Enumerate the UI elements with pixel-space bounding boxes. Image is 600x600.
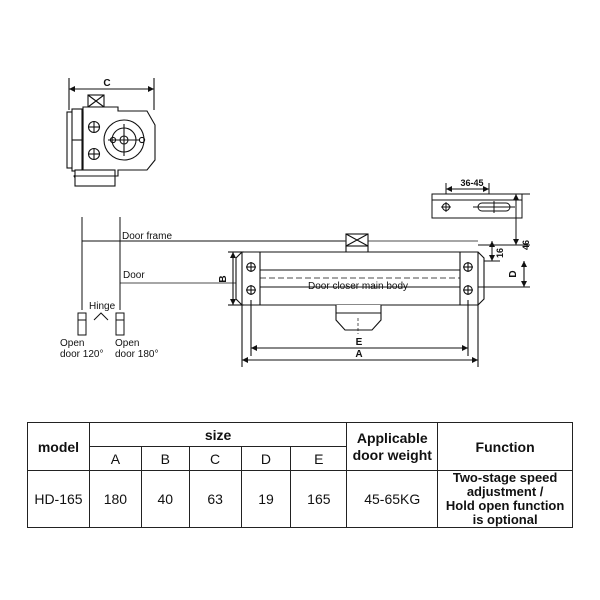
cell-model: HD-165 [27,470,90,528]
hinge-label: Hinge [89,301,116,312]
table-subheader-row: A B C D E [28,446,573,471]
dim-e-label: E [356,337,363,348]
open-120-line1: Open [60,338,84,349]
header-e: E [290,446,348,471]
header-b: B [140,446,190,471]
technical-drawing: C Door frame Door Hinge Open door 120° O… [60,78,531,367]
cell-a: 180 [88,470,142,528]
dim-c-label: C [103,78,110,89]
cell-door-weight: 45-65KG [346,470,439,528]
header-door-weight-line1: Applicable [356,429,428,446]
cell-function-line3: Hold open function [445,498,565,513]
bracket-view [431,183,530,262]
door-frame-label: Door frame [122,231,172,242]
open-120-label: Open door 120° [60,338,103,360]
dim-16-label: 16 [495,248,505,258]
open-180-line2: door 180° [115,349,158,360]
header-function: Function [437,422,573,471]
header-model: model [27,422,90,471]
header-c: C [188,446,242,471]
main-body-label: Door closer main body [308,281,408,292]
open-180-label: Open door 180° [115,338,158,360]
cell-function-line4: is optional [472,512,538,527]
cell-b: 40 [140,470,190,528]
open-120-line2: door 120° [60,349,103,360]
dim-d-label: D [508,270,519,277]
main-body-view [228,233,530,367]
dim-36-45-label: 36-45 [460,178,483,188]
dim-b-label: B [218,275,229,282]
door-label: Door [123,270,145,281]
table-row: HD-165 180 40 63 19 165 45-65KG Two-stag… [27,470,573,528]
cell-d: 19 [240,470,292,528]
header-a: A [88,446,142,471]
side-view [66,78,156,187]
dim-46-label: 46 [521,240,531,250]
cell-e: 165 [290,470,348,528]
open-180-line1: Open [115,338,139,349]
hinge-icon [77,312,125,336]
cell-c: 63 [188,470,242,528]
header-size: size [88,422,348,447]
header-door-weight-line2: door weight [352,446,432,463]
header-d: D [240,446,292,471]
dim-a-label: A [355,349,362,360]
cell-function-line1: Two-stage speed [452,470,558,485]
cell-function-line2: adjustment / [466,484,544,499]
